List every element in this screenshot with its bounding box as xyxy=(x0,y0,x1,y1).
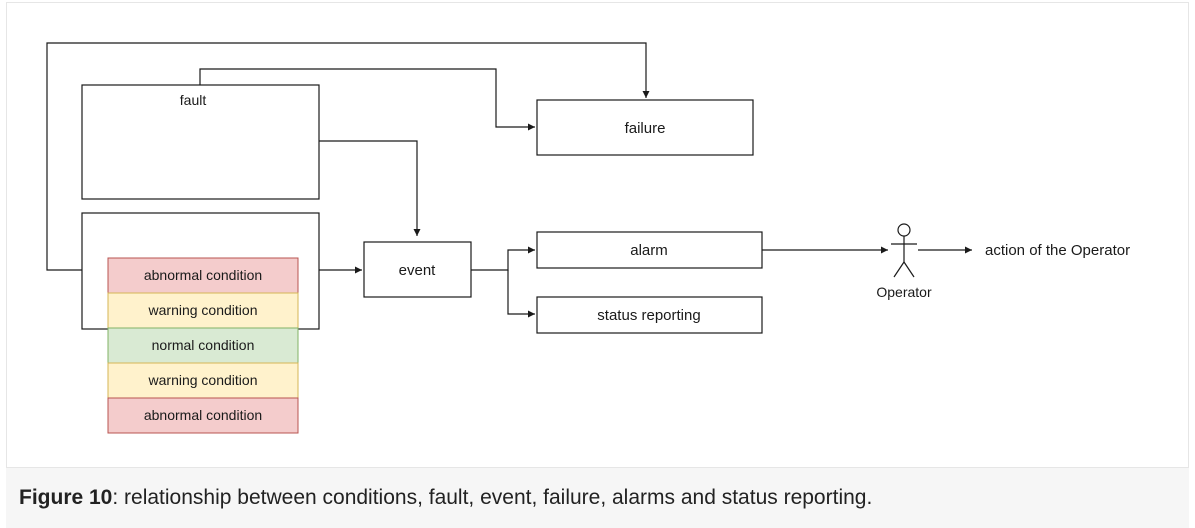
status-reporting-label: status reporting xyxy=(597,307,700,324)
fault-box xyxy=(81,84,320,200)
operator-label: Operator xyxy=(876,284,932,300)
figure-caption-text: : relationship between conditions, fault… xyxy=(112,486,873,509)
condition-label: abnormal condition xyxy=(144,267,262,283)
connector-fault-to-failure xyxy=(199,68,535,131)
condition-label: warning condition xyxy=(148,372,258,388)
condition-label: normal condition xyxy=(152,337,255,353)
connector-event-to-alarm xyxy=(471,246,535,271)
diagram: fault failure event alarm status reporti… xyxy=(46,42,1130,434)
caption-area xyxy=(6,468,1189,528)
condition-box-abnormal xyxy=(107,397,299,434)
connector-event-to-status xyxy=(507,270,535,318)
condition-box-warning xyxy=(107,362,299,399)
action-label: action of the Operator xyxy=(985,242,1130,259)
failure-box xyxy=(536,99,754,156)
figure-caption-label: Figure 10 xyxy=(19,486,113,509)
operator-icon xyxy=(891,223,917,278)
alarm-label: alarm xyxy=(630,242,668,259)
connector-conditions-to-failure xyxy=(46,42,650,271)
condition-stack: abnormal condition warning condition norma… xyxy=(107,257,299,434)
connector-fault-to-event xyxy=(319,140,421,236)
alarm-box xyxy=(536,231,763,269)
status-reporting-box xyxy=(536,296,763,334)
condition-box-normal xyxy=(107,327,299,364)
fault-label: fault xyxy=(180,92,207,108)
event-box xyxy=(363,241,472,298)
failure-label: failure xyxy=(625,120,666,137)
condition-box-abnormal xyxy=(107,257,299,294)
condition-label: abnormal condition xyxy=(144,407,262,423)
figure-caption: Figure 10: relationship between conditio… xyxy=(19,486,872,510)
event-label: event xyxy=(399,262,437,279)
condition-label: warning condition xyxy=(148,302,258,318)
